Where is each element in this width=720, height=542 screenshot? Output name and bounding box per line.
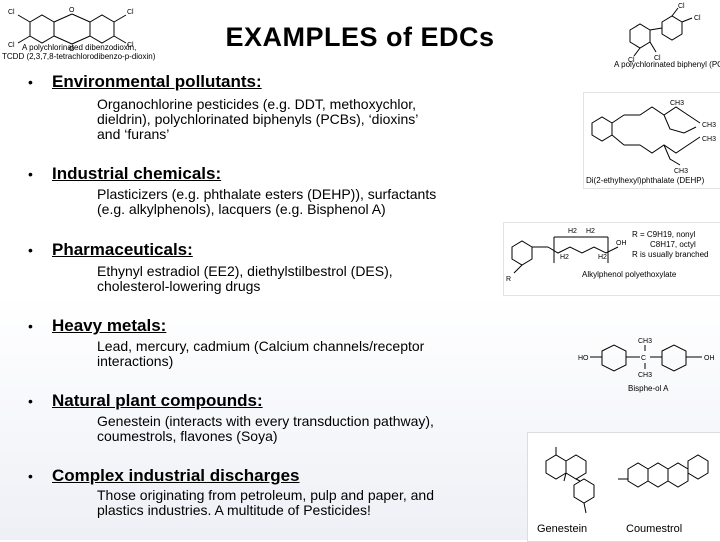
alkylphenol-h2-label: H2 <box>560 254 569 261</box>
desc-line: interactions) <box>97 353 174 369</box>
dehp-ch3-label: CH3 <box>702 122 716 129</box>
bullet: • <box>28 242 33 258</box>
dioxin-structure: Cl Cl Cl Cl O O A polychlorinated dibenz… <box>2 7 156 61</box>
heading-natural-plant-compounds: Natural plant compounds: <box>52 391 263 410</box>
desc-line: Genestein (interacts with every transduc… <box>97 413 434 429</box>
pcb-cl-label: Cl <box>694 15 701 22</box>
desc-line: coumestrols, flavones (Soya) <box>97 428 278 444</box>
alkylphenol-box: H2 H2 H2 H2 OH R R = C9H19, nonyl C8H17,… <box>503 222 720 296</box>
bullet: • <box>28 166 33 182</box>
alkylphenol-r-label: R <box>506 276 511 283</box>
desc-line: Those originating from petroleum, pulp a… <box>97 487 434 503</box>
heading-environmental-pollutants: Environmental pollutants: <box>52 72 262 91</box>
bullet: • <box>28 393 33 409</box>
desc-natural-plant-compounds: Genestein (interacts with every transduc… <box>97 414 527 444</box>
dioxin-cl-label: Cl <box>127 9 134 16</box>
bisphenol-ch3-label: CH3 <box>638 372 652 379</box>
desc-pharmaceuticals: Ethynyl estradiol (EE2), diethylstilbest… <box>97 264 527 294</box>
flavonoid-box: Genestein Coumestrol <box>527 432 720 542</box>
pcb-structure: Cl Cl Cl Cl A polychlorinated biphenyl (… <box>614 3 720 69</box>
alkylphenol-h2-label: H2 <box>598 254 607 261</box>
dioxin-caption-2: TCDD (2,3,7,8-tetrachlorodibenzo-p-dioxi… <box>2 52 156 61</box>
dioxin-cl-label: Cl <box>127 42 134 49</box>
page-title: EXAMPLES of EDCs <box>225 22 495 52</box>
desc-environmental-pollutants: Organochlorine pesticides (e.g. DDT, met… <box>97 97 527 142</box>
dioxin-cl-label: Cl <box>8 42 15 49</box>
dehp-ch3-label: CH3 <box>670 100 684 107</box>
pcb-caption: A polychlorinated biphenyl (PCB) <box>614 60 720 69</box>
dehp-box: CH3 CH3 CH3 CH3 Di(2-ethylhexyl)phthalat… <box>583 92 720 189</box>
coumestrol-caption: Coumestrol <box>626 523 683 535</box>
dehp-ch3-label: CH3 <box>674 168 688 175</box>
bisphenol-ho-label: HO <box>578 355 589 362</box>
pcb-cl-label: Cl <box>654 55 661 62</box>
heading-complex-industrial-discharges: Complex industrial discharges <box>52 466 300 485</box>
dioxin-cl-label: Cl <box>8 9 15 16</box>
bisphenol-oh-label: OH <box>704 355 715 362</box>
genestein-caption: Genestein <box>537 523 588 535</box>
desc-line: plastics industries. A multitude of Pest… <box>97 502 371 518</box>
dioxin-o-label: O <box>69 46 75 53</box>
desc-line: Ethynyl estradiol (EE2), diethylstilbest… <box>97 263 393 279</box>
dehp-caption: Di(2-ethylhexyl)phthalate (DEHP) <box>586 176 705 185</box>
bisphenol-structure: HO C CH3 CH3 OH Bisphe-ol A <box>578 338 715 393</box>
alkylphenol-r-line-2: C8H17, octyl <box>650 240 696 249</box>
bullet: • <box>28 468 33 484</box>
alkylphenol-h2-label: H2 <box>568 228 577 235</box>
alkylphenol-oh-label: OH <box>616 240 627 247</box>
desc-complex-industrial-discharges: Those originating from petroleum, pulp a… <box>97 488 527 518</box>
alkylphenol-h2-label: H2 <box>586 228 595 235</box>
desc-line: cholesterol-lowering drugs <box>97 278 261 294</box>
bullet: • <box>28 74 33 90</box>
alkylphenol-r-line-1: R = C9H19, nonyl <box>632 230 696 239</box>
desc-line: Plasticizers (e.g. phthalate esters (DEH… <box>97 186 437 202</box>
desc-line: Organochlorine pesticides (e.g. DDT, met… <box>97 96 417 112</box>
bisphenol-c-label: C <box>641 355 646 362</box>
bullet: • <box>28 318 33 334</box>
heading-industrial-chemicals: Industrial chemicals: <box>52 164 222 183</box>
desc-industrial-chemicals: Plasticizers (e.g. phthalate esters (DEH… <box>97 187 527 217</box>
dioxin-caption-1: A polychlorinated dibenzodioxin, <box>22 43 136 52</box>
desc-line: (e.g. alkylphenols), lacquers (e.g. Bisp… <box>97 201 386 217</box>
alkylphenol-r-line-3: R is usually branched <box>632 250 708 259</box>
alkylphenol-caption: Alkylphenol polyethoxylate <box>582 270 677 279</box>
pcb-cl-label: Cl <box>628 57 635 64</box>
desc-line: Lead, mercury, cadmium (Calcium channels… <box>97 338 425 354</box>
dioxin-o-label: O <box>69 7 75 14</box>
alkylphenol-structure: H2 H2 H2 H2 OH R R = C9H19, nonyl C8H17,… <box>506 228 708 283</box>
dehp-structure: CH3 CH3 CH3 CH3 Di(2-ethylhexyl)phthalat… <box>586 100 716 185</box>
bisphenol-ch3-label: CH3 <box>638 338 652 345</box>
pcb-cl-label: Cl <box>678 3 685 10</box>
desc-line: dieldrin), polychlorinated biphenyls (PC… <box>97 111 419 127</box>
genestein-coumestrol-structures <box>545 447 709 514</box>
bisphenol-caption: Bisphe-ol A <box>628 384 669 393</box>
dehp-ch3-label: CH3 <box>702 136 716 143</box>
heading-pharmaceuticals: Pharmaceuticals: <box>52 240 193 259</box>
desc-heavy-metals: Lead, mercury, cadmium (Calcium channels… <box>97 339 527 369</box>
desc-line: and ‘furans’ <box>97 126 170 142</box>
heading-heavy-metals: Heavy metals: <box>52 316 167 335</box>
